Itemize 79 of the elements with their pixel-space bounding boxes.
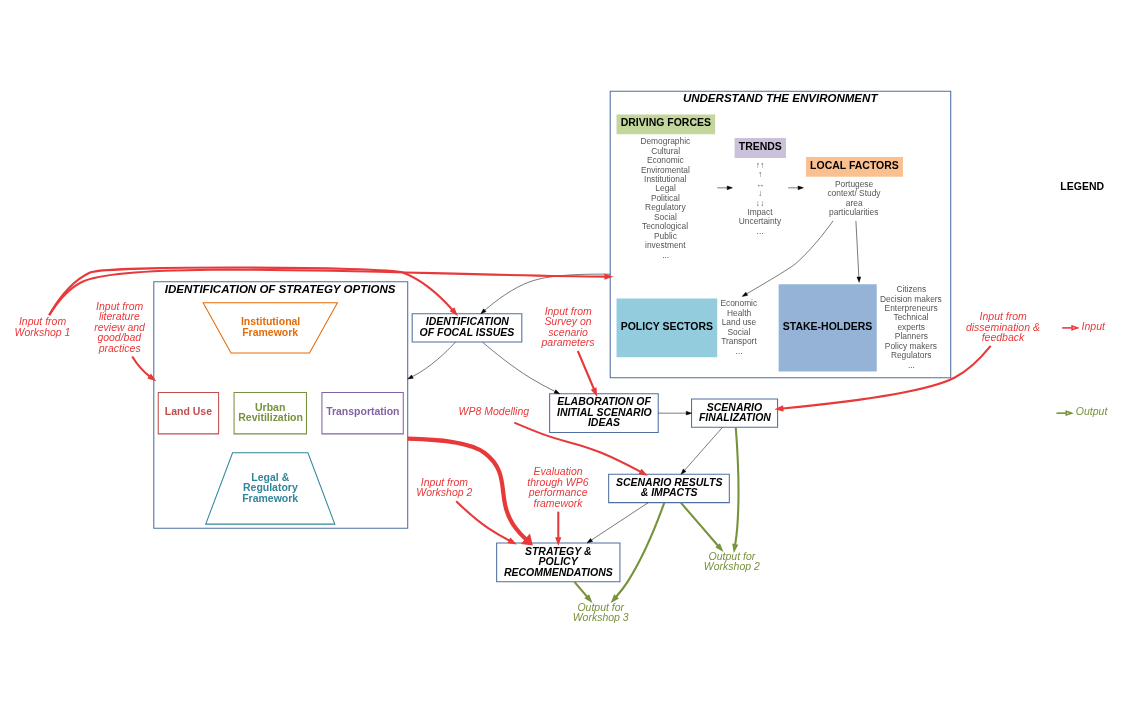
node-box: Transportation (321, 391, 404, 435)
arrow (576, 350, 598, 397)
legend-label: Output (1075, 406, 1108, 418)
node-label: ↑ (757, 169, 763, 180)
node-label: ↓↓ (755, 197, 765, 208)
node-box: LOCAL FACTORS (805, 156, 903, 177)
arrow (774, 345, 992, 412)
node-label: Transport (721, 336, 757, 347)
node-label: Regulatory (645, 202, 686, 213)
arrow (741, 220, 834, 297)
node-label: Cultural (651, 145, 681, 156)
arrow (855, 220, 861, 283)
arrow (407, 436, 533, 546)
arrow (717, 185, 733, 190)
node-text: Input from Workshop 2 (416, 476, 473, 499)
node-label: Institutional (644, 173, 687, 184)
node-text: WP8 Modelling (458, 406, 530, 418)
node-text: Input from Survey on scenario parameters (541, 305, 595, 349)
arrow (480, 273, 611, 314)
node-text: Output for Workshop 3 (572, 601, 629, 624)
node-label: Economic (646, 155, 684, 166)
arrow (555, 511, 562, 547)
arrow (131, 355, 157, 382)
node-text: Input from dissemination & feedback (965, 311, 1040, 344)
node-label: Enterpreneurs (884, 303, 938, 314)
node-label: ↑↑ (755, 159, 765, 170)
node-box: STRATEGY & POLICY RECOMMENDATIONS (496, 542, 621, 583)
node-box: DRIVING FORCES (616, 114, 716, 135)
node-label: Legal (655, 183, 676, 194)
arrow (610, 502, 666, 604)
node-label: Social (727, 326, 751, 337)
node-label: Impact (747, 207, 773, 218)
node-text: Input from literature review and good/bad practices (94, 300, 145, 354)
node-label: Portugese context/ Study area particularities (827, 178, 881, 218)
node-box: POLICY SECTORS (616, 298, 718, 358)
arrow (787, 185, 804, 190)
node-box: TRENDS (734, 138, 786, 158)
arrow (680, 502, 724, 553)
node-text: Output for Workshop 2 (703, 550, 760, 573)
arrow (482, 342, 560, 394)
node-label: Political (650, 192, 680, 203)
node-label: ↓ (757, 188, 763, 199)
node-label: Economic (720, 298, 758, 309)
arrow (573, 581, 593, 604)
node-label: Enviromental (640, 164, 690, 175)
node-label: Decision makers (879, 293, 942, 304)
node-label: Health (726, 307, 752, 318)
node-box: SCENARIO RESULTS & IMPACTS (608, 473, 730, 504)
arrow (407, 341, 456, 380)
node-box: ELABORATION OF INITIAL SCENARIO IDEAS (549, 393, 659, 434)
arrow (48, 266, 458, 316)
arrow (732, 427, 740, 553)
node-box: Urban Revitilization (233, 391, 307, 435)
node-label: Policy makers (884, 340, 937, 351)
node-label: ... (735, 345, 743, 356)
node-label: Citizens (896, 284, 927, 295)
arrow (680, 427, 723, 475)
node-label: Demographic (640, 136, 691, 147)
node-label: ... (756, 225, 764, 236)
node-box: Land Use (157, 391, 220, 435)
node-label: Land use (721, 317, 757, 328)
arrow (586, 502, 649, 544)
node-text: Evaluation through WP6 performance framework (527, 466, 589, 509)
node-text: Input from Workshop 1 (14, 316, 71, 338)
node-box: SCENARIO FINALIZATION (691, 398, 779, 428)
node-box: IDENTIFICATION OF FOCAL ISSUES (411, 313, 523, 343)
arrow (455, 500, 517, 545)
node-label: ... (907, 359, 915, 370)
node-box: STAKE-HOLDERS (778, 284, 877, 372)
arrow (513, 421, 648, 476)
node-label: ... (662, 249, 670, 260)
node-label: Tecnological (641, 221, 689, 232)
arrow (658, 411, 692, 416)
legend-label: Input (1081, 321, 1105, 333)
node-label: Public investment (645, 230, 686, 251)
node-label: ↔ (756, 178, 765, 189)
node-label: Social (654, 211, 677, 222)
arrow (48, 268, 614, 316)
label: LEGEND (1060, 180, 1105, 192)
